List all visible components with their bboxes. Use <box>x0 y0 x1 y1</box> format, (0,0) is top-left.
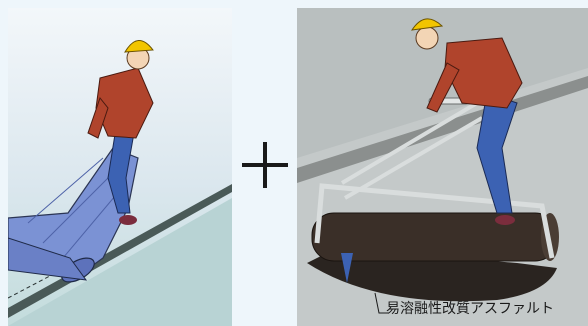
worker-face <box>416 27 438 49</box>
plus-icon <box>240 140 290 190</box>
worker-boot <box>119 215 137 225</box>
sheet-unrolling-illustration <box>8 8 232 326</box>
asphalt-caption: 易溶融性改質アスファルト <box>386 298 554 318</box>
roller-illustration <box>297 8 588 326</box>
right-illustration-roller <box>297 8 588 326</box>
worker-boot <box>495 215 515 225</box>
left-illustration-sheet-unrolling <box>8 8 232 326</box>
